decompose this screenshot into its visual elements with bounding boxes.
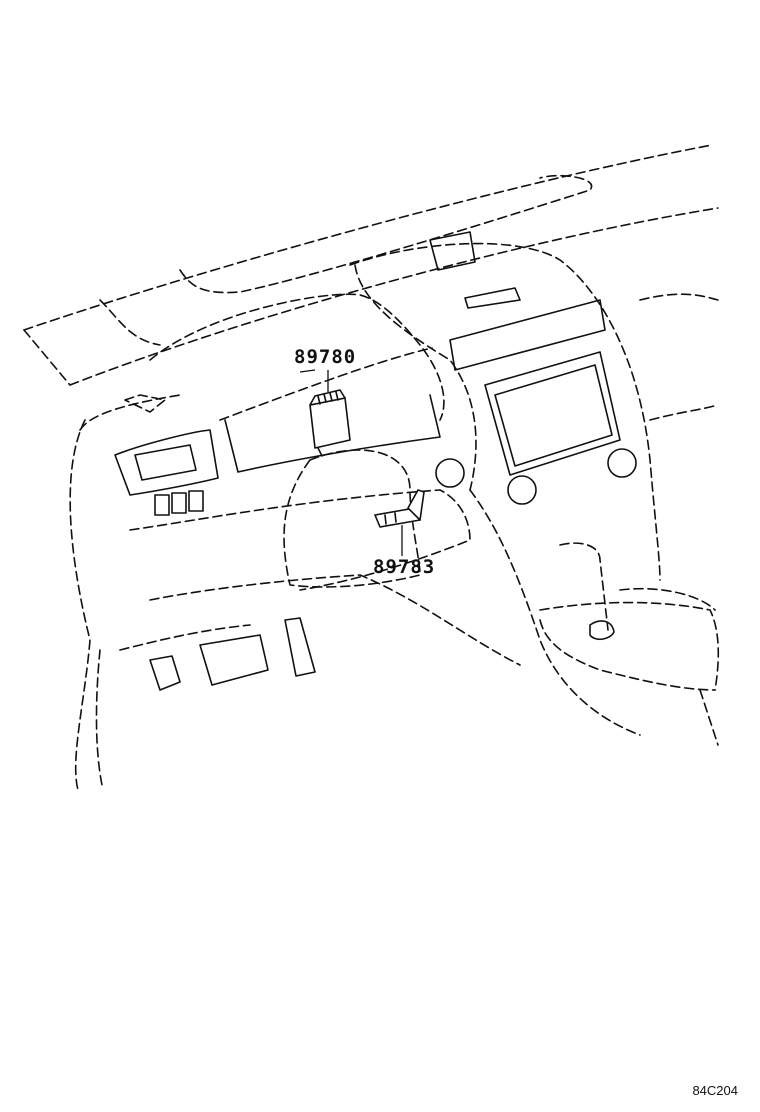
part-89780-module bbox=[299, 369, 351, 457]
steering-column bbox=[119, 449, 521, 691]
part-89783-bracket bbox=[374, 489, 425, 556]
callout-89783: 89783 bbox=[373, 556, 436, 578]
dashboard-top-outline bbox=[23, 144, 719, 386]
meter-hood bbox=[149, 293, 445, 473]
callout-89780: 89780 bbox=[294, 346, 357, 368]
left-panel bbox=[69, 394, 219, 791]
diagram-code: 84C204 bbox=[692, 1083, 738, 1098]
center-console bbox=[349, 231, 720, 746]
